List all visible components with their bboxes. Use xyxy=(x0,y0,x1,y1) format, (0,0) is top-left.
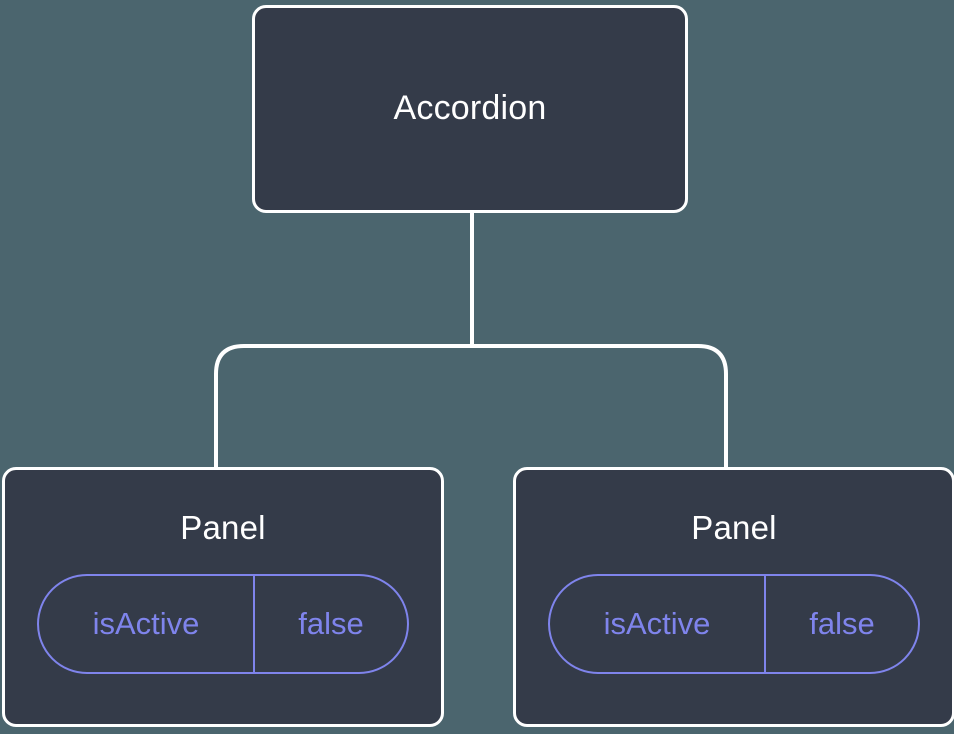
connector-branch-left xyxy=(214,344,472,468)
prop-key-isactive: isActive xyxy=(550,576,766,673)
node-accordion-title: Accordion xyxy=(393,89,547,128)
node-panel-2-title: Panel xyxy=(691,509,777,546)
connector-branch-right xyxy=(472,344,728,468)
node-panel-1[interactable]: Panel isActive false xyxy=(2,467,444,727)
node-accordion[interactable]: Accordion xyxy=(252,5,688,213)
prop-pill-panel-2[interactable]: isActive false xyxy=(548,574,920,675)
prop-value-isactive: false xyxy=(809,606,875,642)
node-panel-2[interactable]: Panel isActive false xyxy=(513,467,954,727)
prop-value-isactive: false xyxy=(298,606,364,642)
prop-key-isactive: isActive xyxy=(39,576,255,673)
prop-pill-panel-1[interactable]: isActive false xyxy=(37,574,409,675)
node-panel-1-title: Panel xyxy=(180,509,266,546)
